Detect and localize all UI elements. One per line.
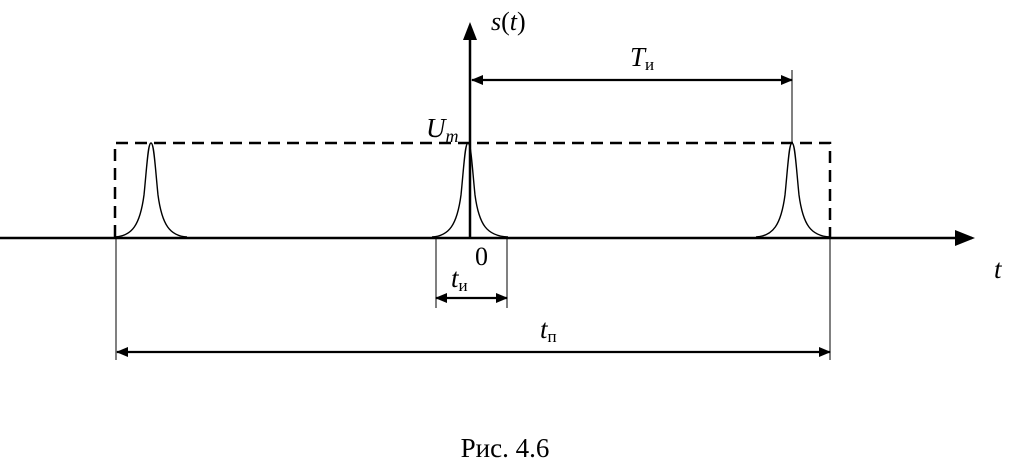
packet-width-label: tп (540, 314, 557, 346)
origin-label: 0 (475, 242, 488, 271)
pulse-center (431, 142, 509, 238)
pulse-width-label: tи (451, 263, 468, 295)
signal-axis-arrow-icon (463, 22, 477, 40)
time-axis-label: t (994, 254, 1003, 284)
amplitude-label: Um (426, 113, 459, 146)
envelope-dashed-rect (113, 141, 832, 237)
period-label: Tи (630, 42, 654, 74)
figure-caption: Рис. 4.6 (461, 433, 550, 463)
pulse-left (114, 142, 188, 238)
signal-axis-label: s(t) (491, 7, 526, 36)
time-axis-arrow-icon (955, 230, 975, 246)
pulse-right (755, 142, 831, 238)
